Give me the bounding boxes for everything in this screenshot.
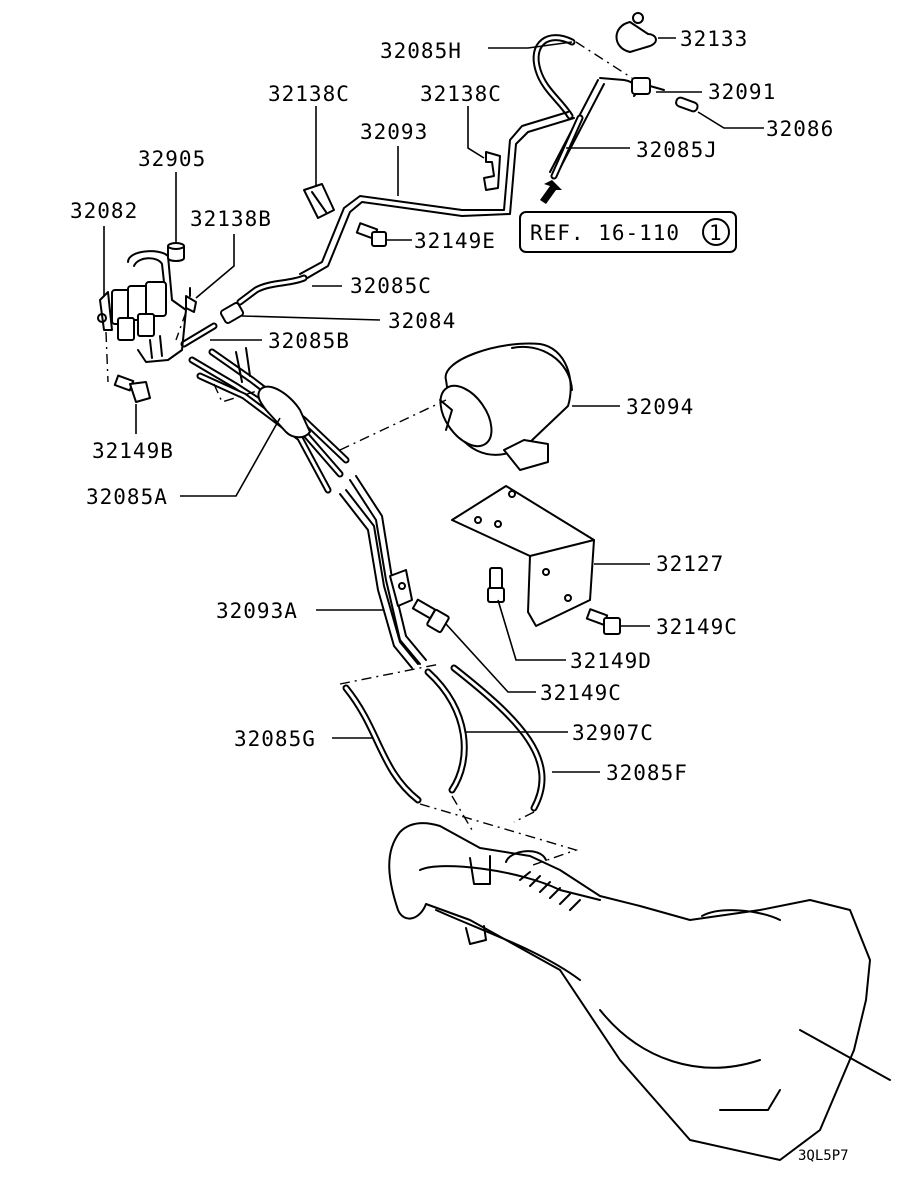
hose-32085g[interactable]: [342, 684, 422, 804]
cap-32905[interactable]: [167, 242, 185, 262]
clamp-32133[interactable]: [615, 12, 657, 53]
callout-32082[interactable]: 32082: [70, 199, 138, 223]
callout-32093[interactable]: 32093: [360, 120, 428, 144]
bolt-32149c-lower[interactable]: [411, 598, 450, 634]
callout-32085j[interactable]: 32085J: [636, 138, 718, 162]
clip-32138b[interactable]: [185, 287, 197, 313]
callout-32149b[interactable]: 32149B: [92, 439, 174, 463]
stud-32149d[interactable]: [487, 567, 505, 603]
callout-32907c[interactable]: 32907C: [572, 721, 654, 745]
transfer-case: [388, 822, 891, 1161]
bracket-32138c-left[interactable]: [303, 183, 335, 219]
hose-32085h[interactable]: [532, 34, 576, 120]
canister-32094[interactable]: [430, 342, 573, 471]
callout-32138b[interactable]: 32138B: [190, 207, 272, 231]
pipe-32093a[interactable]: [339, 475, 427, 669]
reference-circled-number: 1: [709, 221, 723, 245]
diagram-code: 3QL5P7: [798, 1148, 849, 1164]
dashed-connection-lines: [105, 41, 633, 867]
callout-32133[interactable]: 32133: [680, 27, 748, 51]
callout-32149c-lower[interactable]: 32149C: [540, 681, 622, 705]
connector-32091[interactable]: [631, 77, 665, 95]
callout-32084[interactable]: 32084: [388, 309, 456, 333]
hose-32085c[interactable]: [236, 274, 308, 306]
callout-32127[interactable]: 32127: [656, 552, 724, 576]
bolt-32149b[interactable]: [113, 374, 151, 403]
callout-32138c-left[interactable]: 32138C: [268, 82, 350, 106]
reference-label: REF. 16-110: [530, 221, 680, 245]
callout-32149d[interactable]: 32149D: [570, 649, 652, 673]
bracket-32138c-right[interactable]: [483, 151, 501, 191]
reference-arrow-icon: [540, 180, 562, 204]
callout-32085c[interactable]: 32085C: [350, 274, 432, 298]
callout-32149c-upper[interactable]: 32149C: [656, 615, 738, 639]
callout-labels: 32133 32085H 32091 32086 32138C 32138C 3…: [70, 27, 834, 785]
callout-32086[interactable]: 32086: [766, 117, 834, 141]
leader-lines: [103, 37, 764, 773]
callout-32149e[interactable]: 32149E: [414, 229, 496, 253]
bracket-32127[interactable]: [451, 485, 595, 627]
plug-32086[interactable]: [675, 96, 699, 113]
callout-32085g[interactable]: 32085G: [234, 727, 316, 751]
reference-box[interactable]: REF. 16-110 1: [519, 211, 737, 253]
hose-32085f[interactable]: [450, 664, 546, 812]
bolt-32149c-upper[interactable]: [585, 608, 621, 635]
hose-32907c[interactable]: [424, 668, 468, 794]
hose-bundle-32085a[interactable]: [188, 347, 350, 494]
callout-32094[interactable]: 32094: [626, 395, 694, 419]
callout-32085b[interactable]: 32085B: [268, 329, 350, 353]
callout-32091[interactable]: 32091: [708, 80, 776, 104]
callout-32085f[interactable]: 32085F: [606, 761, 688, 785]
bolt-32149e[interactable]: [355, 222, 387, 247]
connector-32084[interactable]: [219, 302, 245, 324]
pipe-32093[interactable]: [299, 111, 575, 281]
solenoid-valve-32082[interactable]: [97, 250, 187, 363]
pipe-32085j[interactable]: [549, 77, 638, 180]
callout-32138c-right[interactable]: 32138C: [420, 82, 502, 106]
callout-32085a[interactable]: 32085A: [86, 485, 168, 509]
callout-32085h[interactable]: 32085H: [380, 39, 462, 63]
hose-32085b[interactable]: [180, 322, 218, 348]
callout-32905[interactable]: 32905: [138, 147, 206, 171]
callout-32093a[interactable]: 32093A: [216, 599, 298, 623]
